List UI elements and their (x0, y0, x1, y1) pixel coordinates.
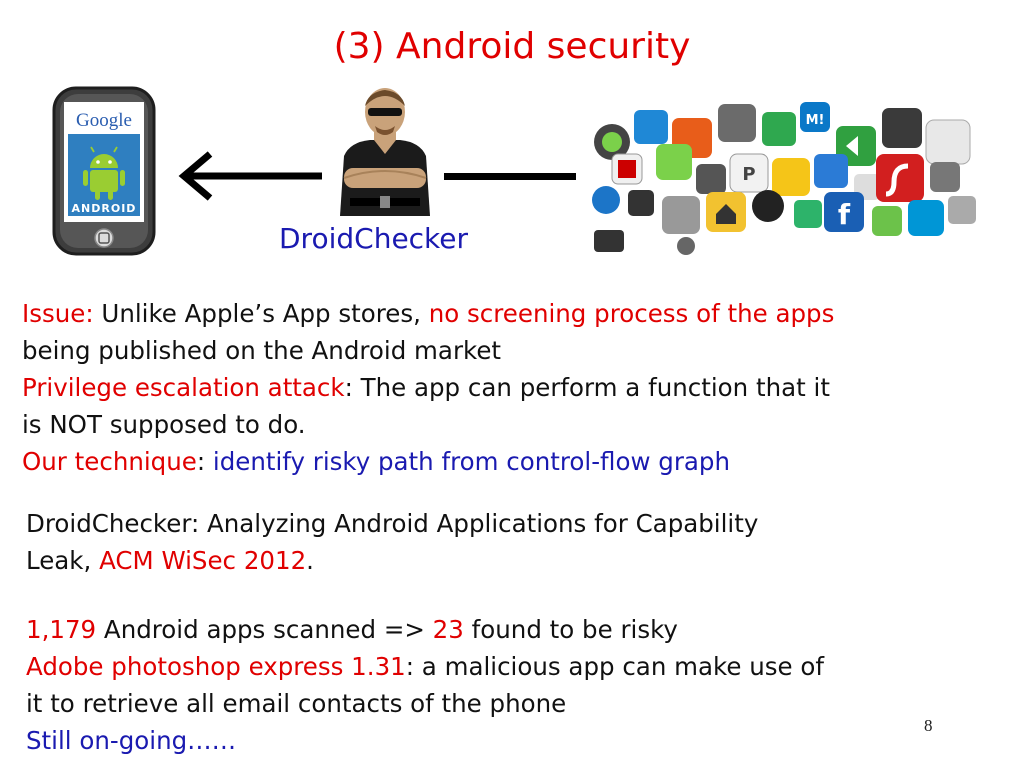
citation-end: . (306, 546, 314, 575)
arrow-left-icon (176, 148, 326, 212)
privilege-line-2: is NOT supposed to do. (22, 410, 306, 439)
issue-line-1: Issue: Unlike Apple’s App stores, no scr… (22, 295, 834, 332)
issue-text-1: Unlike Apple’s App stores, (93, 299, 429, 328)
results-line-1: 1,179 Android apps scanned => 23 found t… (26, 611, 824, 648)
technique-colon: : (196, 447, 213, 476)
technique-line: Our technique: identify risky path from … (22, 443, 834, 480)
risky-count: 23 (432, 615, 464, 644)
issue-highlight: no screening process of the apps (428, 299, 835, 328)
status-line: Still on-going…… (26, 726, 237, 755)
citation-paragraph: DroidChecker: Analyzing Android Applicat… (26, 505, 758, 579)
app-icons-collage: M! P f (586, 96, 986, 260)
connector-line (444, 173, 576, 180)
privilege-label: Privilege escalation attack (22, 373, 345, 402)
security-guard-icon (330, 86, 440, 224)
phone-brand-text: Google (76, 110, 132, 131)
results-text-2: found to be risky (463, 615, 678, 644)
privilege-text-1: : The app can perform a function that it (344, 373, 830, 402)
privilege-line-1: Privilege escalation attack: The app can… (22, 369, 834, 406)
page-number: 8 (924, 716, 933, 735)
citation-venue: ACM WiSec 2012 (99, 546, 307, 575)
results-paragraph: 1,179 Android apps scanned => 23 found t… (26, 611, 824, 759)
citation-line-1: DroidChecker: Analyzing Android Applicat… (26, 509, 759, 538)
case-text-1: : a malicious app can make use of (405, 652, 824, 681)
droidchecker-label: DroidChecker (279, 222, 469, 255)
svg-text:M!: M! (806, 113, 825, 128)
issue-paragraph: Issue: Unlike Apple’s App stores, no scr… (22, 295, 834, 480)
citation-line-2: Leak, ACM WiSec 2012. (26, 542, 758, 579)
results-text-1: Android apps scanned => (96, 615, 433, 644)
technique-label: Our technique (22, 447, 197, 476)
citation-text-2: Leak, (26, 546, 100, 575)
slide-title: (3) Android security (333, 26, 691, 67)
technique-text: identify risky path from control-flow gr… (212, 447, 731, 476)
issue-label: Issue: (22, 299, 94, 328)
svg-text:f: f (838, 198, 851, 231)
case-line-2: it to retrieve all email contacts of the… (26, 689, 567, 718)
case-line-1: Adobe photoshop express 1.31: a maliciou… (26, 648, 824, 685)
case-label: Adobe photoshop express 1.31 (26, 652, 406, 681)
apps-count: 1,179 (26, 615, 97, 644)
issue-line-2: being published on the Android market (22, 336, 502, 365)
android-robot-icon (83, 146, 125, 200)
svg-text:P: P (742, 164, 755, 185)
phone-os-text: ANDROID (72, 202, 137, 215)
phone-icon: Google ANDROID (52, 86, 156, 260)
